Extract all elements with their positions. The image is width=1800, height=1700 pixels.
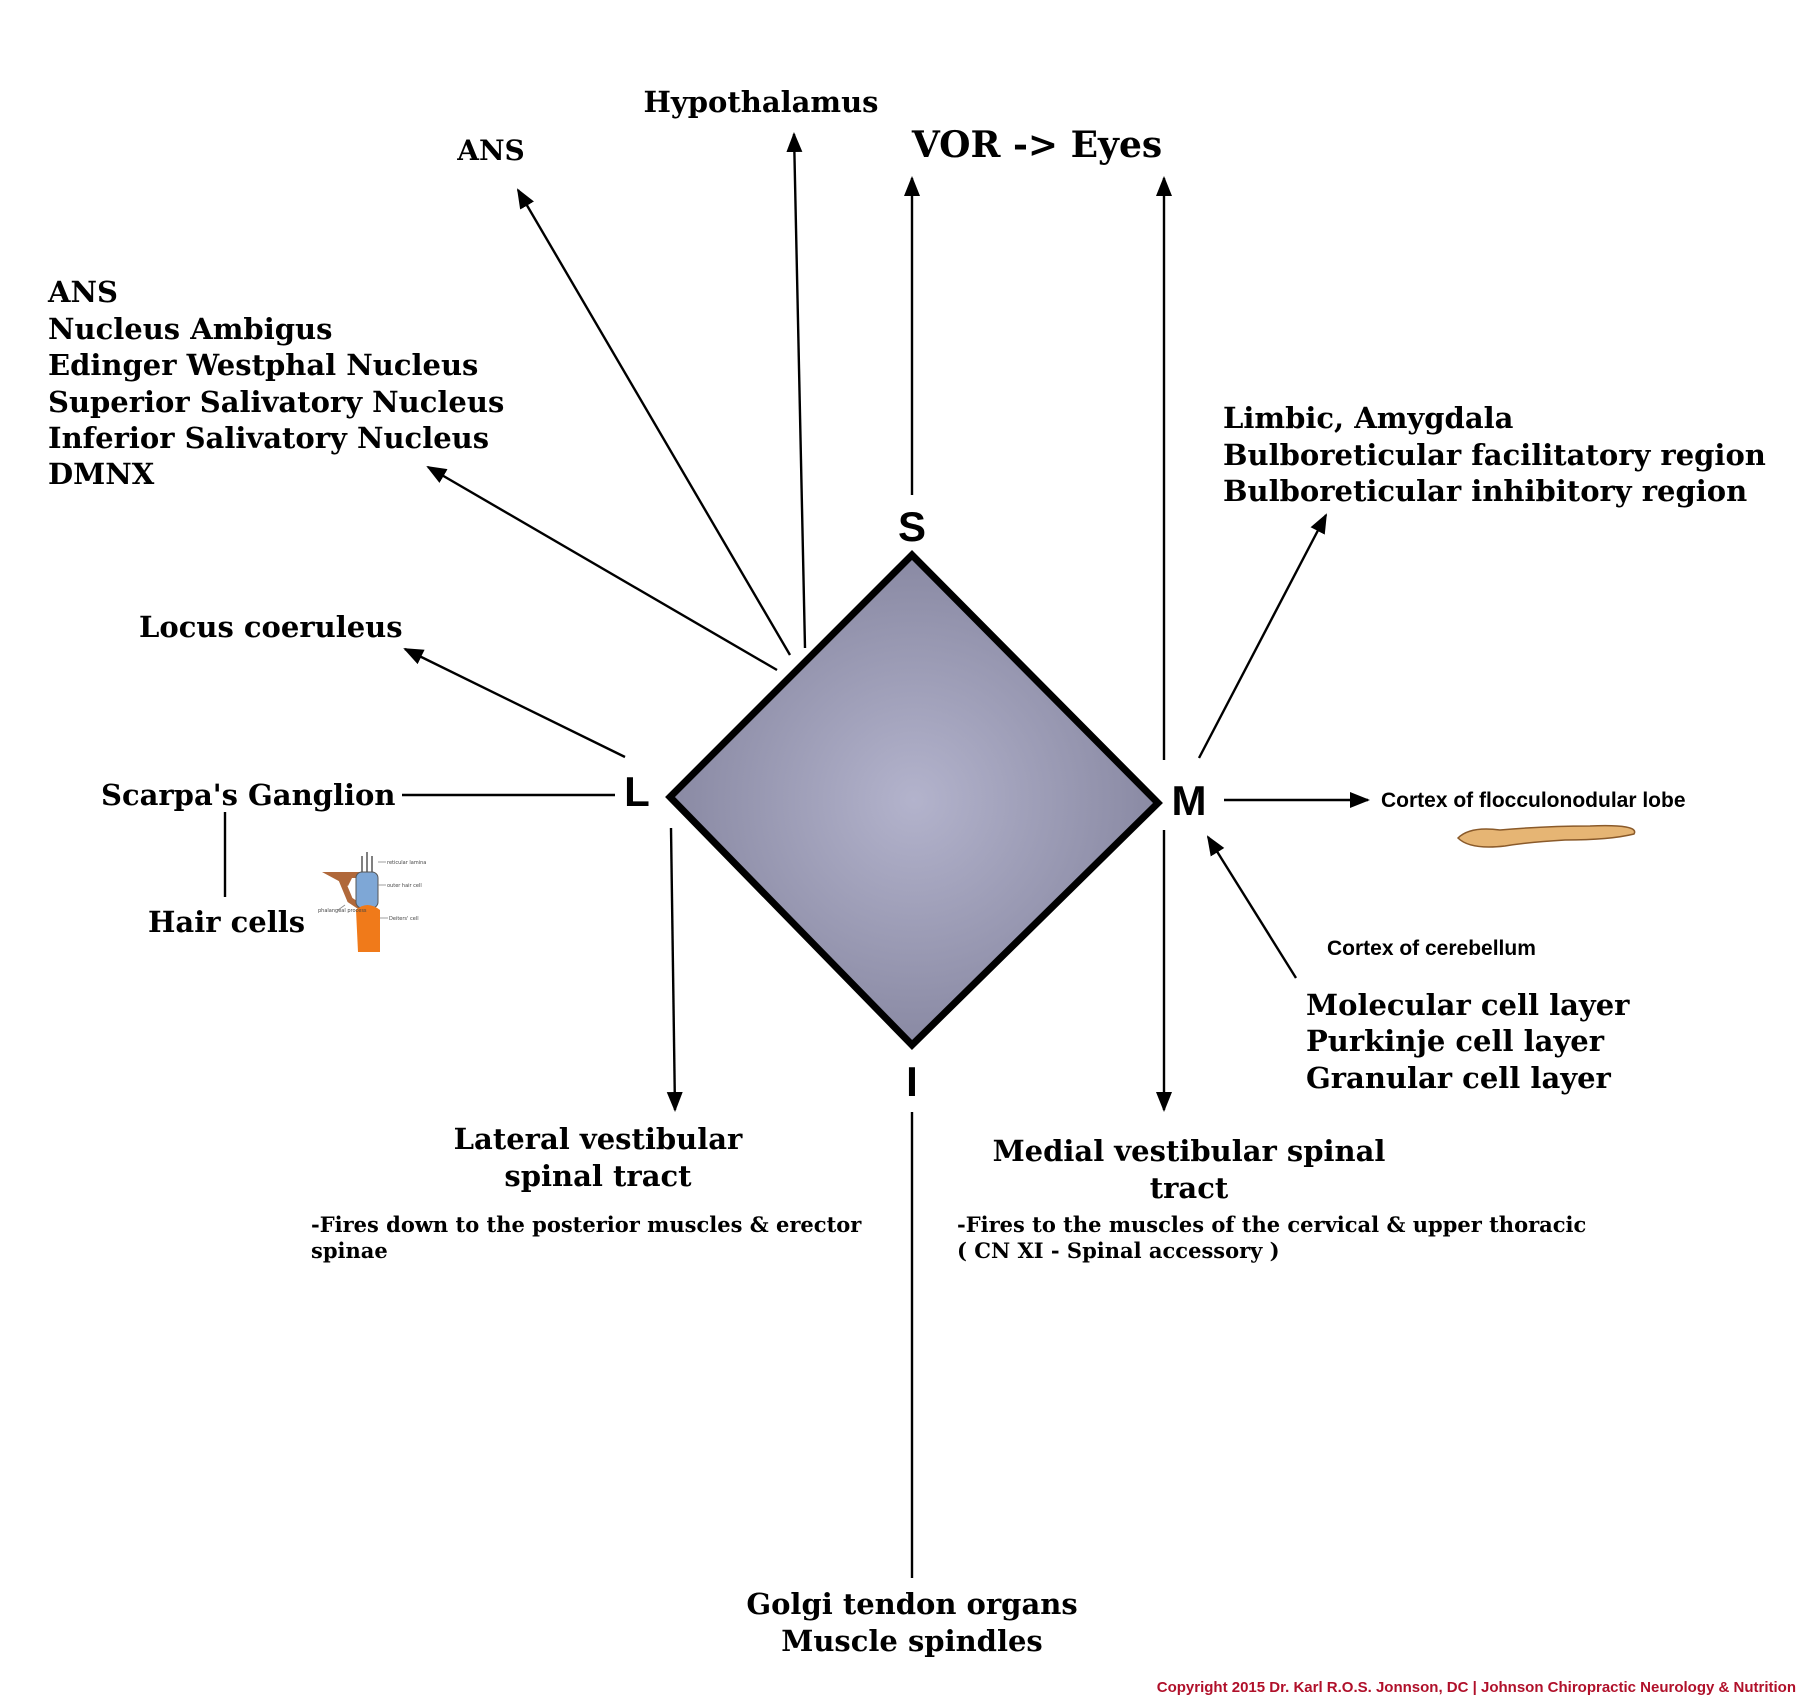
ans-list-item: Nucleus Ambigus <box>48 312 332 346</box>
limbic-list-item: Limbic, Amygdala <box>1223 401 1514 435</box>
label-ans-top: ANS <box>456 134 525 167</box>
label-hair-cells: Hair cells <box>148 905 305 939</box>
hair-cell-label: phalangeal process <box>318 908 367 914</box>
label-lateral-tract-line1: Lateral vestibular <box>454 1122 743 1156</box>
cerebellum-layer-item: Purkinje cell layer <box>1306 1024 1605 1058</box>
ans-list-item: Superior Salivatory Nucleus <box>48 385 504 419</box>
label-cortex-flocculonodular: Cortex of flocculonodular lobe <box>1381 789 1686 812</box>
arrow-to-lateral-tract <box>666 827 683 1112</box>
hair-cell-label: Deiters' cell <box>389 916 419 922</box>
hair-cell-label: outer hair cell <box>387 883 422 889</box>
limbic-list-item: Bulboreticular facilitatory region <box>1223 438 1766 472</box>
cerebellum-layers-list: Molecular cell layer Purkinje cell layer… <box>1306 988 1630 1095</box>
arrow-to-ans-top <box>516 188 792 656</box>
deiters-cell <box>356 905 380 952</box>
cerebellum-layer-item: Granular cell layer <box>1306 1061 1612 1095</box>
lateral-tract-note-line1: -Fires down to the posterior muscles & e… <box>311 1212 862 1237</box>
outer-hair-cell <box>355 871 379 909</box>
vestibular-nucleus-diamond <box>665 550 1163 1050</box>
label-locus-coeruleus: Locus coeruleus <box>139 610 403 644</box>
cerebellum-layer-item: Molecular cell layer <box>1306 988 1630 1022</box>
arrow-to-ans-nuclei <box>426 465 778 672</box>
label-scarpas-ganglion: Scarpa's Ganglion <box>101 778 395 812</box>
medial-tract-note-line2: ( CN XI - Spinal accessory ) <box>957 1238 1280 1263</box>
ans-nuclei-list: ANS Nucleus Ambigus Edinger Westphal Nuc… <box>47 275 504 491</box>
ans-list-item: DMNX <box>48 457 155 491</box>
copyright-notice: Copyright 2015 Dr. Karl R.O.S. Jonnson, … <box>1157 1679 1796 1696</box>
arrow-to-hypothalamus <box>786 132 807 649</box>
corner-label-superior: S <box>898 503 926 550</box>
limbic-targets-list: Limbic, Amygdala Bulboreticular facilita… <box>1223 401 1766 508</box>
hair-cell-illustration: reticular lamina outer hair cell phalang… <box>318 852 426 952</box>
label-vor-eyes: VOR -> Eyes <box>911 124 1162 166</box>
ans-list-item: Edinger Westphal Nucleus <box>48 348 478 382</box>
arrow-to-locus-coeruleus <box>403 647 626 759</box>
label-hypothalamus: Hypothalamus <box>643 85 878 119</box>
arrow-from-cerebellum <box>1206 835 1298 979</box>
arrow-to-limbic <box>1197 513 1328 759</box>
lateral-tract-note-line2: spinae <box>311 1238 388 1263</box>
ans-list-item: Inferior Salivatory Nucleus <box>48 421 489 455</box>
corner-label-inferior: I <box>906 1058 918 1105</box>
label-cortex-cerebellum: Cortex of cerebellum <box>1327 937 1536 960</box>
corner-label-medial: M <box>1172 777 1207 824</box>
label-lateral-tract-line2: spinal tract <box>504 1159 692 1193</box>
corner-label-lateral: L <box>624 768 650 815</box>
label-golgi-line2: Muscle spindles <box>781 1624 1043 1658</box>
limbic-list-item: Bulboreticular inhibitory region <box>1223 474 1747 508</box>
label-medial-tract-line1: Medial vestibular spinal <box>993 1134 1386 1168</box>
flocculonodular-lobe-illustration <box>1456 824 1636 848</box>
ans-list-item: ANS <box>47 275 118 309</box>
medial-tract-note-line1: -Fires to the muscles of the cervical & … <box>957 1212 1586 1237</box>
label-medial-tract-line2: tract <box>1150 1171 1229 1205</box>
hair-cell-label: reticular lamina <box>387 860 426 866</box>
label-golgi-line1: Golgi tendon organs <box>746 1587 1077 1621</box>
